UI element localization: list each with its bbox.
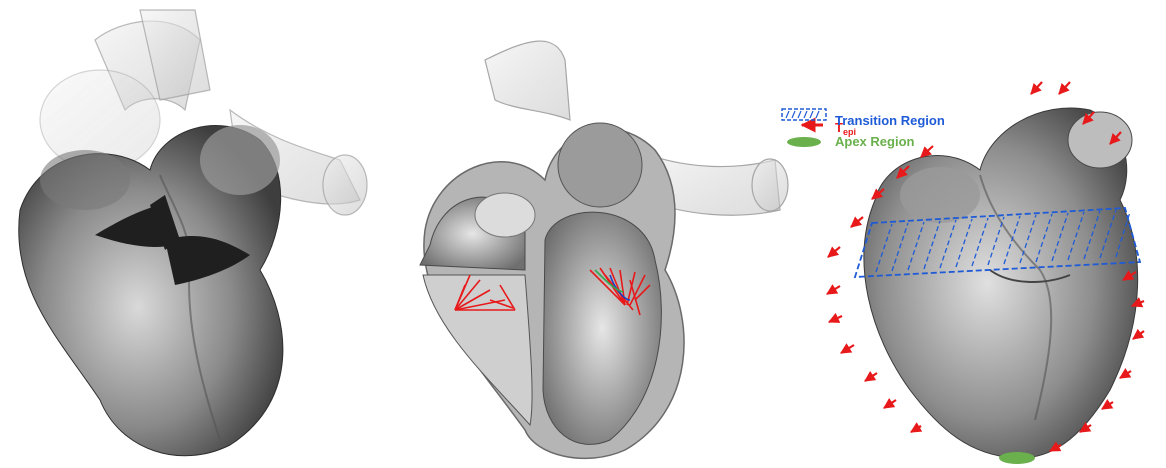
apex-region — [999, 452, 1035, 464]
heart-exterior-illustration — [0, 0, 380, 468]
heart-exterior-panel — [0, 0, 380, 468]
boundary-conditions-illustration: Tepi Transition Region Apex Region — [780, 0, 1166, 468]
legend-apex-label: Apex Region — [835, 134, 915, 149]
heart-section-illustration — [395, 0, 795, 468]
legend-transition-label: Transition Region — [835, 113, 945, 128]
apex-region-legend-icon — [787, 137, 821, 147]
transition-region-legend-swatch — [782, 109, 826, 120]
boundary-conditions-panel: Tepi Transition Region Apex Region — [780, 0, 1166, 468]
heart-section-panel — [395, 0, 795, 468]
